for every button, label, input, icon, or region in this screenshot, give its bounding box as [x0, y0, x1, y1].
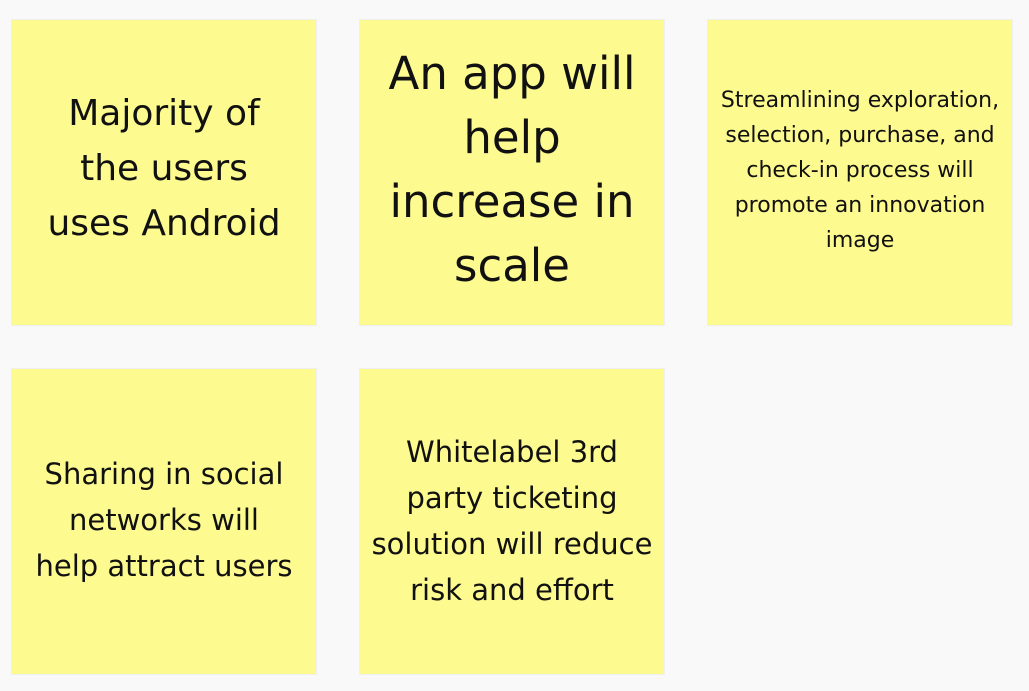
sticky-note-text: Whitelabel 3rd party ticketing solution … — [371, 434, 653, 607]
sticky-note-text: Streamlining exploration, selection, pur… — [720, 88, 1000, 253]
sticky-note-android-users[interactable]: Majority of the users uses Android — [12, 20, 316, 325]
sticky-note-app-scale[interactable]: An app will help increase in scale — [360, 20, 664, 325]
sticky-note-text: Majority of the users uses Android — [47, 93, 281, 244]
sticky-note-social-sharing[interactable]: Sharing in social networks will help att… — [12, 369, 316, 674]
sticky-note-text: Sharing in social networks will help att… — [35, 456, 293, 583]
sticky-note-whitelabel-ticketing[interactable]: Whitelabel 3rd party ticketing solution … — [360, 369, 664, 674]
sticky-note-streamlining-process[interactable]: Streamlining exploration, selection, pur… — [708, 20, 1012, 325]
sticky-note-text: An app will help increase in scale — [388, 46, 636, 292]
